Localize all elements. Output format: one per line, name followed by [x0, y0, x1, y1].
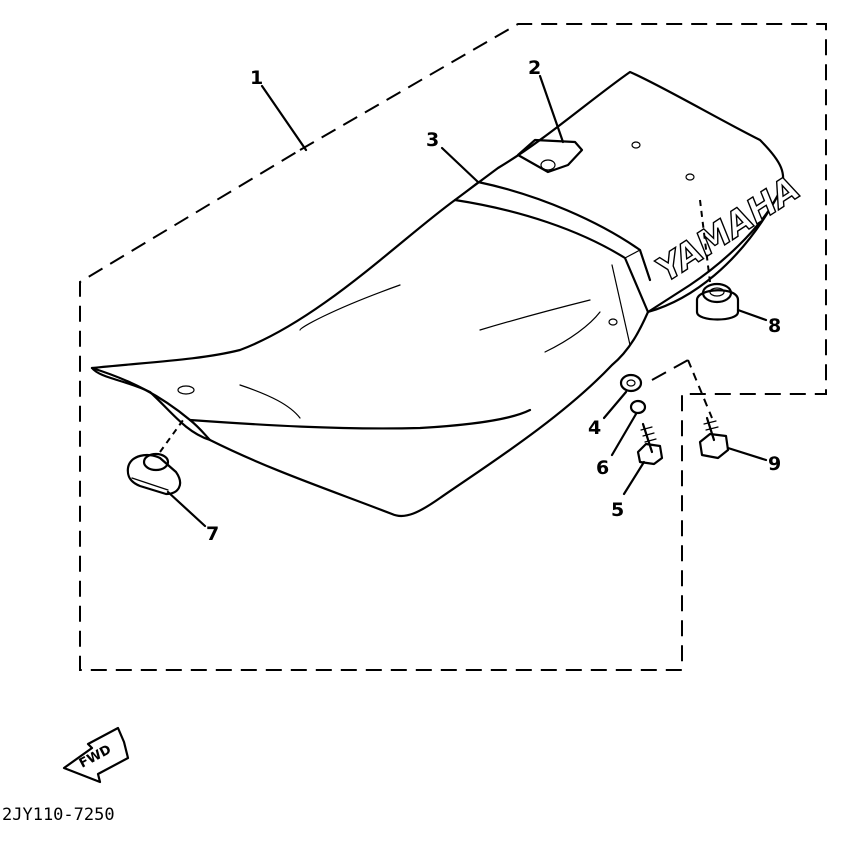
- assembly-boundary-notch: [651, 359, 689, 381]
- leader-8: [736, 308, 768, 322]
- callout-9: 9: [768, 453, 781, 475]
- bolt-rear-guide: [687, 359, 713, 419]
- callout-6: 6: [596, 457, 609, 479]
- callout-5: 5: [611, 499, 624, 521]
- seat-hole-front: [177, 385, 195, 395]
- leader-7: [166, 490, 207, 528]
- leader-3: [440, 146, 480, 184]
- seat-contour-2: [299, 284, 401, 331]
- seat-front-edge: [90, 366, 212, 442]
- leader-5: [622, 460, 646, 496]
- seat-base-edge: [188, 408, 532, 430]
- forward-arrow: FWD: [62, 726, 130, 784]
- leader-4: [602, 390, 628, 420]
- leader-2: [538, 74, 565, 144]
- seat-band-drop: [611, 264, 631, 346]
- callout-4: 4: [588, 417, 601, 439]
- bolt-rear: [698, 416, 730, 460]
- callout-1: 1: [250, 67, 263, 89]
- spring-washer: [629, 399, 647, 415]
- seat-band-inner: [476, 180, 652, 282]
- seat-contour-4: [544, 311, 601, 353]
- seat-hole-mid: [608, 318, 618, 326]
- callout-8: 8: [768, 315, 781, 337]
- washer: [619, 373, 643, 393]
- callout-7: 7: [206, 523, 219, 545]
- assembly-boundary: [79, 23, 827, 671]
- seat-outline: [90, 70, 785, 518]
- callout-3: 3: [426, 129, 439, 151]
- rear-damper-guide: [699, 199, 711, 283]
- seat-hook: [516, 138, 584, 174]
- seat-contour-3: [479, 299, 591, 331]
- seat-tail-base: [646, 193, 780, 314]
- figure-code: 2JY110-7250: [2, 805, 115, 825]
- callout-2: 2: [528, 57, 541, 79]
- front-damper-guide: [159, 415, 187, 453]
- bolt: [636, 422, 664, 466]
- seat-hole-rear-2: [685, 173, 695, 181]
- seat-band-edge: [454, 181, 641, 259]
- leader-1: [260, 84, 308, 152]
- brand-logo: YAMAHA: [649, 168, 807, 290]
- seat-band: [453, 198, 650, 314]
- rear-damper: [695, 282, 740, 321]
- leader-6: [610, 412, 638, 457]
- leader-9: [726, 446, 768, 462]
- seat-contour-1: [239, 384, 301, 419]
- seat-hook-pin: [540, 159, 556, 171]
- seat-hole-rear-1: [631, 141, 641, 149]
- forward-arrow-label: FWD: [77, 742, 114, 771]
- front-damper: [126, 452, 182, 496]
